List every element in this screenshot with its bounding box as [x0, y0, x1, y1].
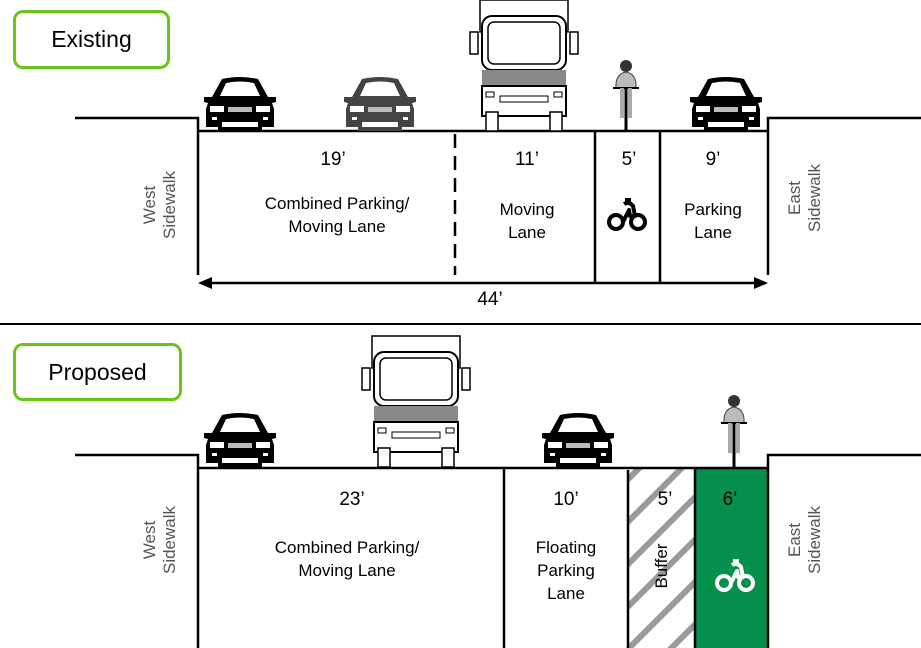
- arrow-left-icon: [198, 277, 212, 289]
- label-line: West: [140, 185, 159, 225]
- lane-width: 5’: [621, 149, 637, 170]
- label-line: Moving: [499, 200, 555, 219]
- label-line: Sidewalk: [160, 170, 179, 240]
- car-icon: [542, 413, 614, 467]
- cyclist-icon: [719, 393, 749, 469]
- label-line: West: [140, 520, 159, 560]
- buffer-label: Buffer: [652, 543, 671, 589]
- bike-lane-fill: [695, 468, 768, 648]
- bus-icon: [361, 335, 471, 468]
- arrow-right-icon: [754, 277, 768, 289]
- cyclist-icon: [611, 58, 641, 134]
- proposed-label: Proposed: [13, 343, 182, 401]
- bike-lane-icon: [607, 198, 647, 231]
- car-icon: [204, 77, 276, 131]
- label-line: Sidewalk: [160, 505, 179, 575]
- label-line: Lane: [694, 223, 732, 242]
- label-line: Combined Parking/: [264, 194, 410, 213]
- proposed-street-outline: [75, 453, 921, 648]
- label-line: Parking: [537, 561, 595, 580]
- label-line: Moving Lane: [288, 217, 386, 236]
- lane-label: Combined Parking/Moving Lane: [275, 536, 420, 582]
- lane-width: 11’: [515, 149, 539, 170]
- buffer-hatch: [628, 468, 695, 648]
- car-icon: [344, 77, 416, 131]
- lane-width: 23’: [339, 489, 365, 510]
- label-line: East: [785, 180, 804, 216]
- lane-width: 10’: [553, 489, 579, 510]
- label-line: East: [785, 522, 804, 558]
- label-line: Combined Parking/: [274, 538, 420, 557]
- existing-label: Existing: [13, 10, 170, 69]
- label-line: Parking: [684, 200, 742, 219]
- lane-width: 6’: [722, 489, 738, 510]
- bus-icon: [469, 0, 579, 132]
- label-line: Lane: [547, 584, 585, 603]
- car-icon: [204, 413, 276, 467]
- total-width: 44’: [477, 289, 503, 310]
- lane-width: 19’: [320, 149, 346, 170]
- label-line: Sidewalk: [805, 163, 824, 233]
- lane-width: 9’: [705, 149, 721, 170]
- label-line: Sidewalk: [805, 505, 824, 575]
- label-line: Moving Lane: [298, 561, 396, 580]
- label-line: Floating: [535, 538, 597, 557]
- car-icon: [690, 77, 762, 131]
- lane-width: 5’: [657, 489, 673, 510]
- existing-street-outline: [75, 116, 921, 285]
- label-line: Lane: [508, 223, 546, 242]
- lane-label: Combined Parking/Moving Lane: [265, 192, 410, 238]
